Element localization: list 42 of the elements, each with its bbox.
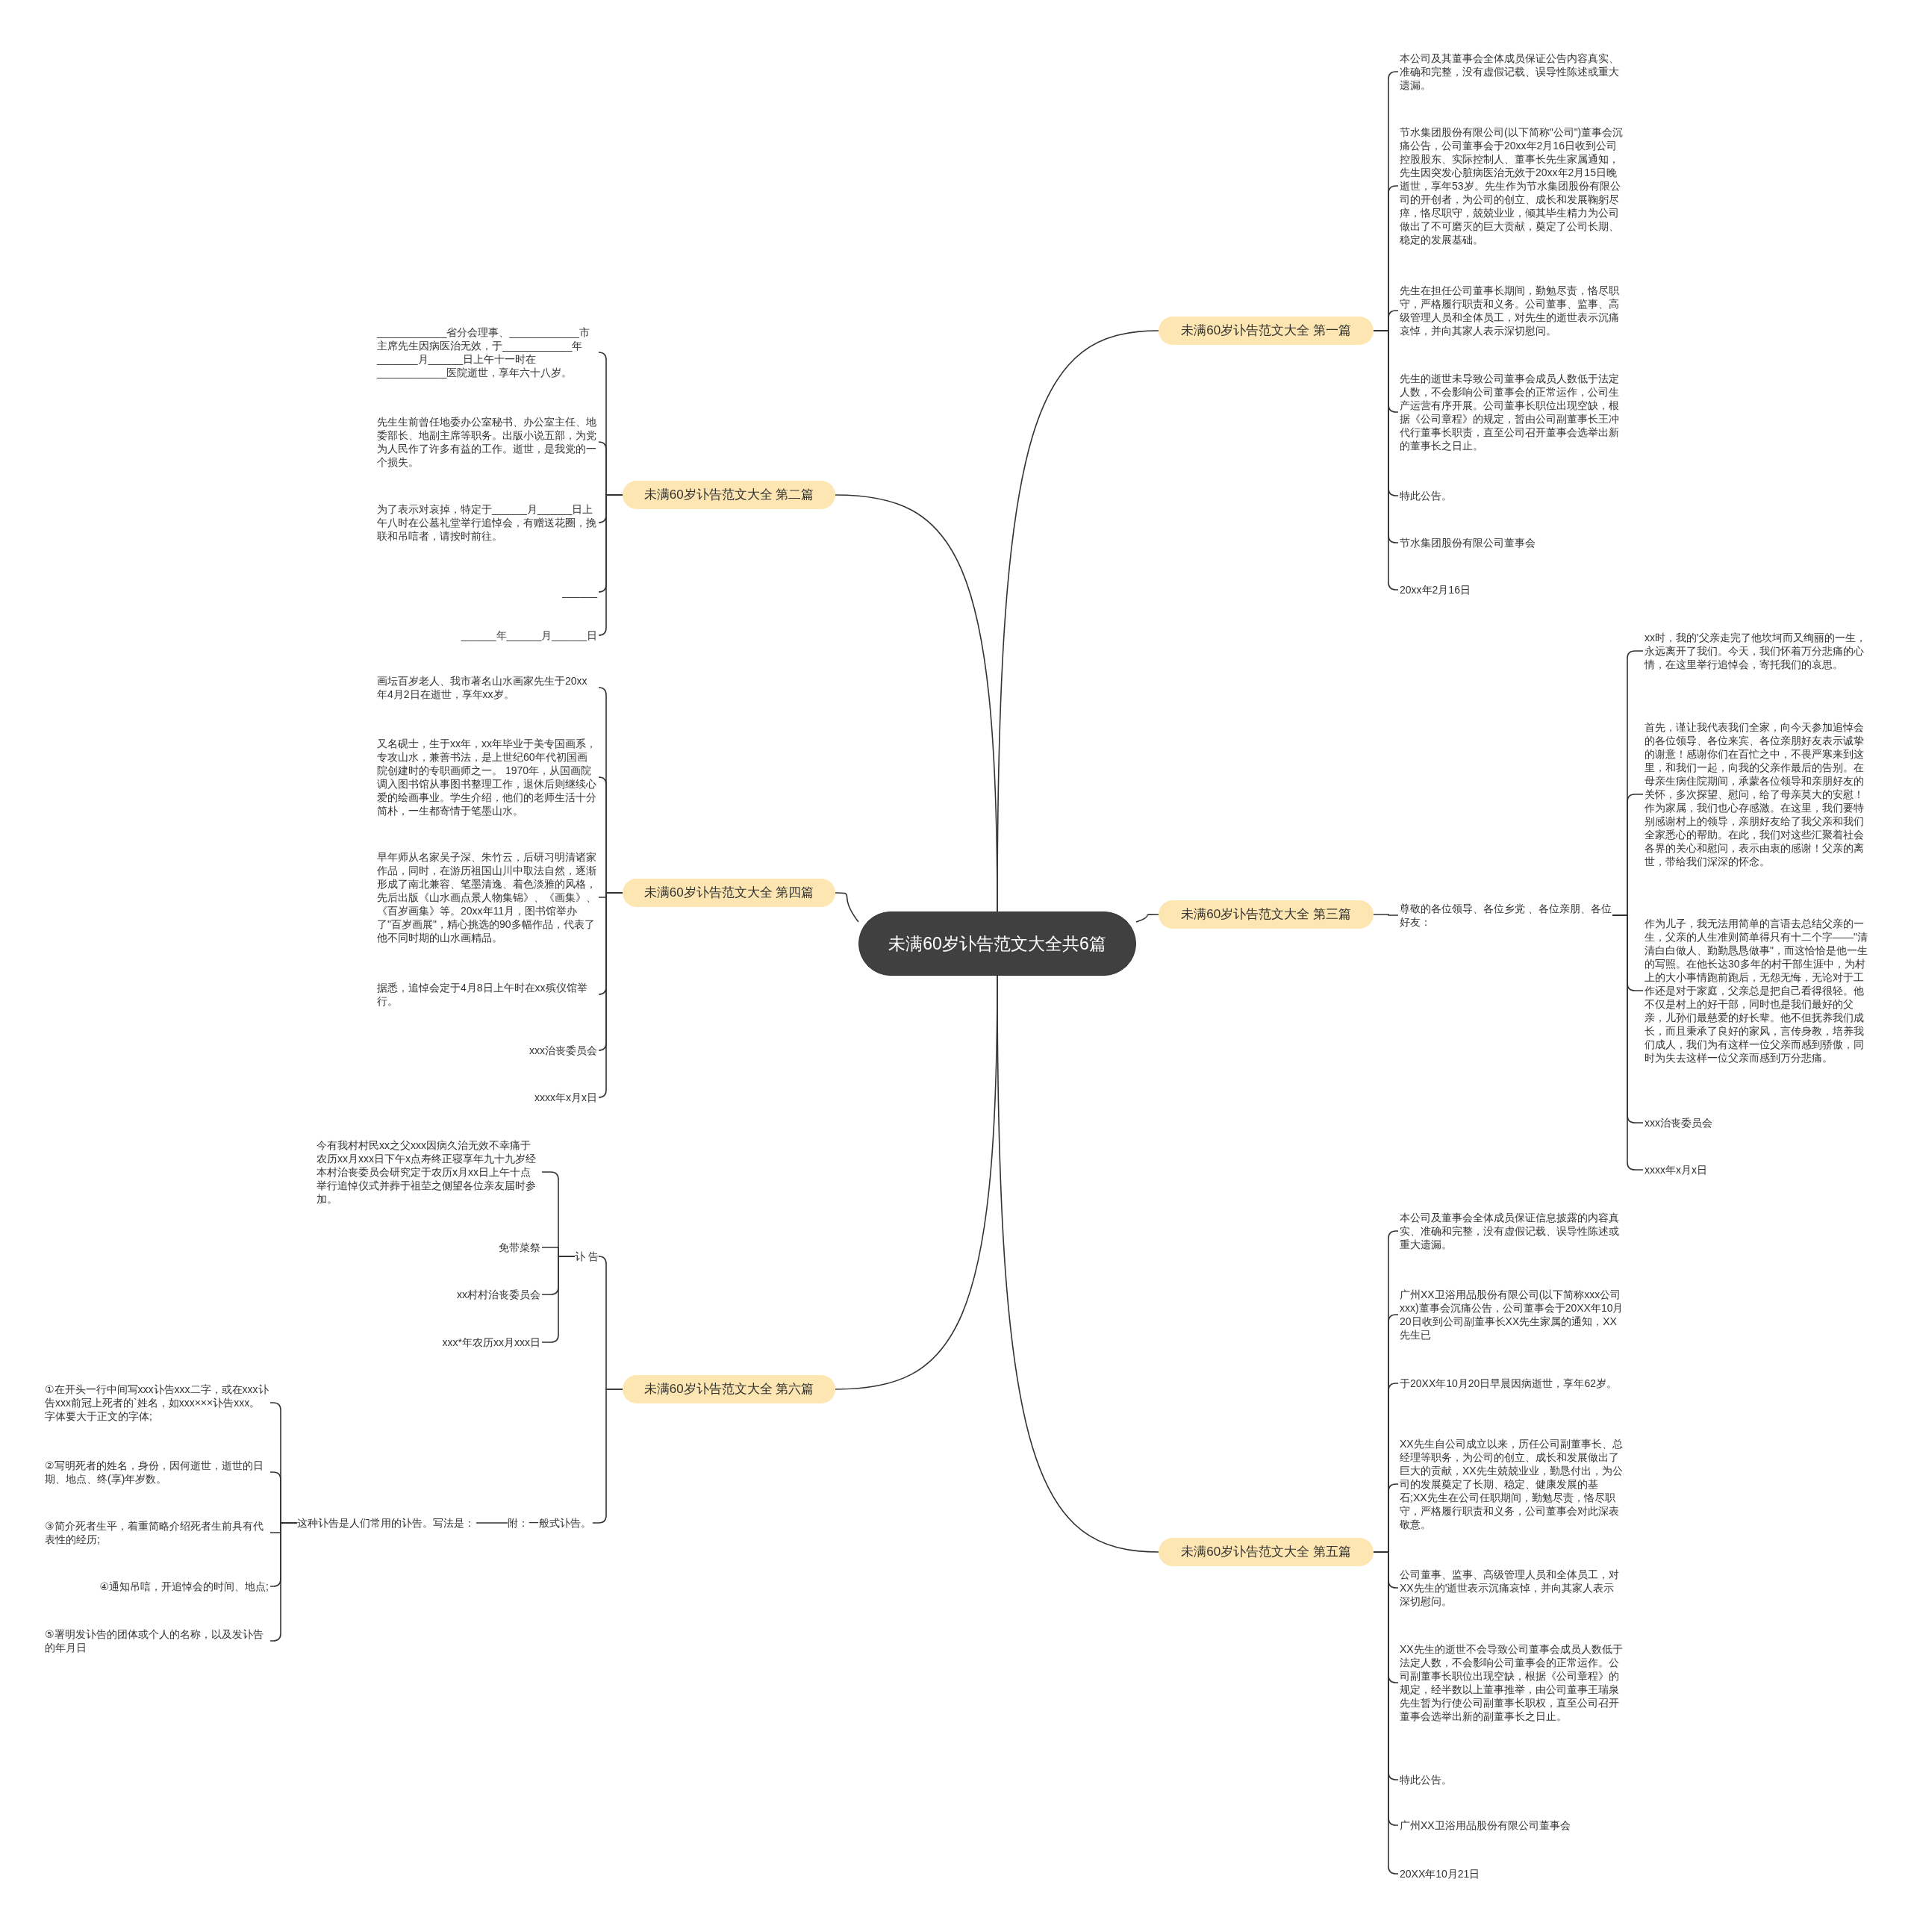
text-block: XX先生自公司成立以来，历任公司副董事长、总经理等职务，为公司的创立、成长和发展做出了巨大的贡献，XX先生兢兢业业，勤恳付出，为公司的发展奠定了长期、稳定、健康发展的基石;XX先生在公司任职期间，勤勉尽责，恪尽职守，严格履行职责和义务，公司董事会对此深表敬意。 bbox=[1400, 1437, 1624, 1531]
connector-line bbox=[835, 975, 998, 1390]
text-block: 尊敬的各位领导、各位乡党 、各位亲朋、各位好友： bbox=[1400, 902, 1612, 929]
text-block: XX先生的逝世不会导致公司董事会成员人数低于法定人数，不会影响公司董事会的正常运作。公司副董事长职位出现空缺，根据《公司章程》的规定，经半数以上董事推举，由公司董事王瑞泉先生暂为行使公司副董事长职权，直至公司召开董事会选举出新的副董事长之日止。 bbox=[1400, 1642, 1624, 1723]
text-block: 免带菜祭 bbox=[499, 1241, 540, 1254]
connector-line bbox=[598, 892, 623, 1098]
branch-topic: 未满60岁讣告范文大全 第三篇 bbox=[1159, 900, 1374, 929]
branch-topic: 未满60岁讣告范文大全 第一篇 bbox=[1159, 317, 1374, 345]
text-block: xxxx年x月x日 bbox=[534, 1091, 597, 1104]
branch-topic: 未满60岁讣告范文大全 第四篇 bbox=[623, 879, 835, 907]
text-block: 20xx年2月16日 bbox=[1400, 583, 1471, 596]
text-block: 为了表示对哀掉，特定于______月______日上午八时在公墓礼堂举行追悼会，有赠送花圈，挽联和吊唁者，请按时前往。 bbox=[377, 502, 597, 543]
text-block: 节水集团股份有限公司董事会 bbox=[1400, 536, 1536, 549]
text-block: xx村村治丧委员会 bbox=[457, 1288, 540, 1301]
branch-topic: 未满60岁讣告范文大全 第五篇 bbox=[1159, 1538, 1374, 1566]
text-block: ______年______月______日 bbox=[461, 629, 597, 642]
connector-line bbox=[1135, 914, 1159, 923]
branch-topic: 未满60岁讣告范文大全 第二篇 bbox=[623, 481, 835, 509]
text-block: ①在开头一行中间写xxx讣告xxx二字，或在xxx讣告xxx前冠上死者的`姓名，如xxx×××讣告xxx。字体要大于正文的字体; bbox=[45, 1383, 269, 1423]
connector-line bbox=[476, 1522, 508, 1524]
connector-line bbox=[835, 892, 859, 923]
connector-line bbox=[592, 1389, 623, 1524]
connector-line bbox=[541, 1256, 576, 1343]
connector-line bbox=[598, 494, 623, 636]
text-block: xxx治丧委员会 bbox=[1645, 1116, 1712, 1129]
text-block: 先生生前曾任地委办公室秘书、办公室主任、地委部长、地副主席等职务。出版小说五部，为党为人民作了许多有益的工作。逝世，是我党的一个损失。 bbox=[377, 415, 597, 469]
text-block: ④通知吊唁，开追悼会的时间、地点; bbox=[99, 1580, 269, 1593]
connector-line bbox=[269, 1522, 298, 1642]
connector-line bbox=[1373, 914, 1399, 916]
text-block: 作为儿子，我无法用简单的言语去总结父亲的一生，父亲的人生准则简单得只有十二个字——"清清白白做人、勤勤恳恳做事"，而这恰恰是他一生的写照。在他长达30多年的村干部生涯中，为村上的大小事情跑前跑后，无怨无悔，无论对于工作还是对于家庭，父亲总是把自己看得很轻。他不仅是村上的好干部，同时也是我们最好的父亲，儿孙们最慈爱的好长辈。他不但抚养我们成长，而且秉承了良好的家风，言传身教，培养我们成人，我们为有这样一位父亲而感到骄傲，同时为失去这样一位父亲而感到万分悲痛。 bbox=[1645, 917, 1868, 1065]
central-topic: 未满60岁讣告范文大全共6篇 bbox=[858, 912, 1136, 976]
text-block: xxx治丧委员会 bbox=[529, 1044, 597, 1057]
text-block: 广州XX卫浴用品股份有限公司董事会 bbox=[1400, 1819, 1571, 1832]
text-block: 早年师从名家吴子深、朱竹云，后研习明清诸家作品，同时，在游历祖国山川中取法自然，逐渐形成了南北兼容、笔墨清逸、着色淡雅的风格，先后出版《山水画点景人物集锦》、《画集》、《百岁画集》等。20xx年11月，图书馆举办了"百岁画展"，精心挑选的90多幅作品，代表了他不同时期的山水画精品。 bbox=[377, 850, 597, 944]
branch-topic: 未满60岁讣告范文大全 第六篇 bbox=[623, 1375, 835, 1403]
connector-line bbox=[835, 494, 998, 912]
text-block: 又名砚士，生于xx年，xx年毕业于美专国画系，专攻山水，兼善书法，是上世纪60年代初国画院创建时的专职画师之一。 1970年，从国画院调入图书馆从事图书整理工作，退休后则继续心爱的绘画事业。学生介绍，他们的老师生活十分简朴，一生都寄情于笔墨山水。 bbox=[377, 737, 597, 817]
text-block: xxxx年x月x日 bbox=[1645, 1163, 1707, 1177]
text-block: 讣 告 bbox=[575, 1250, 599, 1263]
text-block: 节水集团股份有限公司(以下简称"公司")董事会沉痛公告，公司董事会于20xx年2月16日收到公司控股股东、实际控制人、董事长先生家属通知，先生因突发心脏病医治无效于20xx年2月15日晚逝世，享年53岁。先生作为节水集团股份有限公司的开创者，为公司的创立、成长和发展鞠躬尽瘁，恪尽职守，兢兢业业，倾其毕生精力为公司做出了不可磨灭的巨大贡献，奠定了公司长期、稳定的发展基础。 bbox=[1400, 125, 1624, 246]
text-block: 20XX年10月21日 bbox=[1400, 1867, 1480, 1880]
text-block: xxx*年农历xx月xxx日 bbox=[442, 1336, 540, 1349]
